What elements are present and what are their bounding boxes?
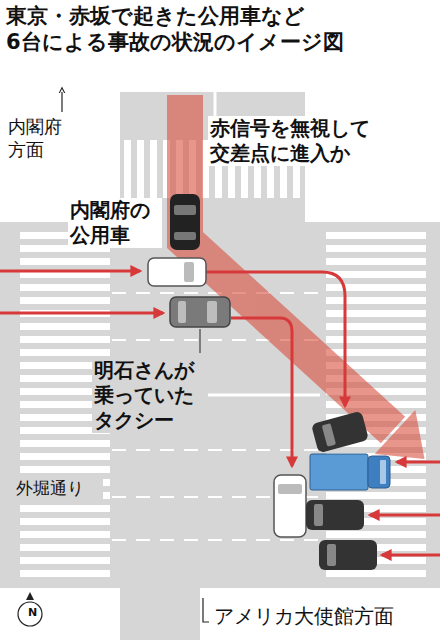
annotation: 赤信号を無視して 交差点に進入か — [208, 116, 384, 166]
dark-car — [319, 540, 377, 570]
direction-label: アメリカ大使館方面 — [212, 604, 416, 629]
direction-line — [61, 92, 62, 112]
white-car — [274, 475, 306, 537]
dark-car — [306, 500, 364, 530]
leader-line — [200, 329, 201, 353]
road — [120, 588, 200, 640]
road-name: 外堀通り — [14, 478, 103, 499]
official-car — [170, 194, 200, 250]
car-label: 明石さんが 乗っていた タクシー — [92, 358, 208, 433]
direction-line — [203, 598, 209, 622]
car-paths — [0, 271, 440, 555]
dark-car — [311, 411, 369, 453]
direction-label: 内閣府 方面 — [6, 116, 75, 161]
taxi — [170, 297, 230, 327]
crosswalks — [20, 140, 426, 577]
white-car — [148, 258, 206, 286]
compass — [18, 602, 42, 626]
car-label: 内閣府の 公用車 — [68, 198, 162, 248]
compass-arrow — [26, 592, 34, 600]
truck — [310, 454, 390, 490]
title: 東京・赤坂で起きた公用車など 6台による事故の状況のイメージ図 — [6, 4, 363, 55]
compass-letter: N — [25, 606, 40, 620]
red-light-arrow — [185, 95, 425, 459]
